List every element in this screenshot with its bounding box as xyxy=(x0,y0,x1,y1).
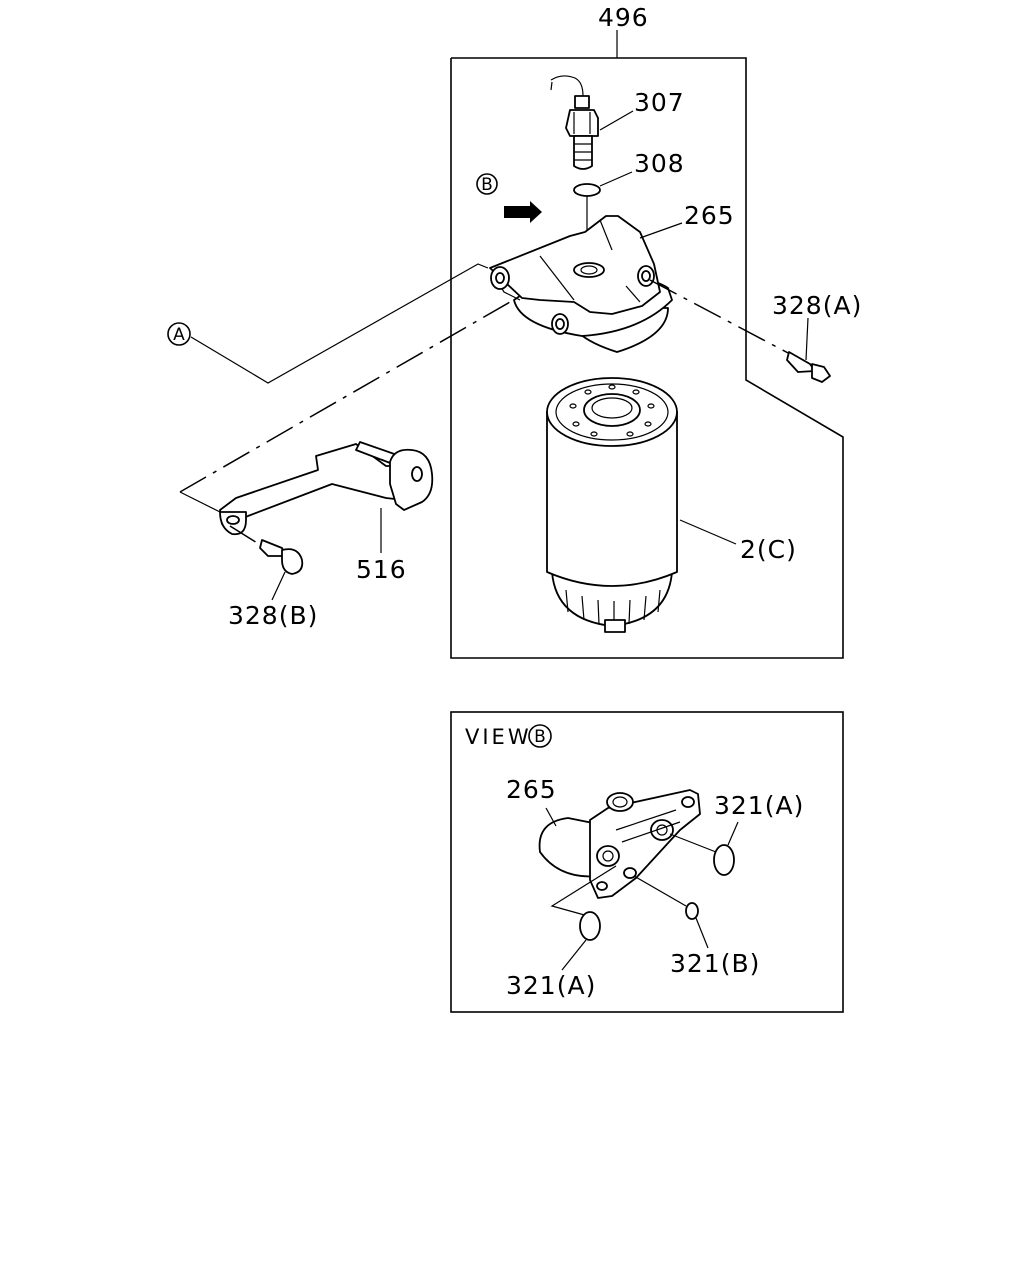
ref-a-leader xyxy=(190,263,489,384)
view-b-callout-321a-upper: 321(A) xyxy=(714,791,804,820)
view-b-frame xyxy=(450,711,844,1013)
oring-308 xyxy=(573,183,601,197)
ref-a-letter: A xyxy=(173,325,185,345)
leader-328b xyxy=(271,571,286,601)
sensor-part xyxy=(550,75,599,170)
oring-321b xyxy=(685,902,699,920)
ref-b-letter: B xyxy=(481,175,493,195)
leader-321a-lower xyxy=(561,939,587,971)
oring-a-lower-link xyxy=(550,865,617,917)
leader-308 xyxy=(599,171,633,187)
callout-307: 307 xyxy=(634,88,685,117)
callout-328b: 328(B) xyxy=(228,601,318,630)
oring-b-link xyxy=(633,875,687,907)
view-b-callout-321b: 321(B) xyxy=(670,949,760,978)
ref-b-circle xyxy=(476,173,498,195)
callout-328a: 328(A) xyxy=(772,291,862,320)
filter-head-part xyxy=(489,215,673,353)
leader-307 xyxy=(599,110,634,131)
bolt-328b-part xyxy=(259,539,304,575)
bracket-516-part xyxy=(219,441,434,536)
bracket-axis-upper xyxy=(179,301,511,493)
callout-516: 516 xyxy=(356,555,407,584)
assembly-frame xyxy=(450,57,844,659)
callout-265: 265 xyxy=(684,201,735,230)
leader-view-265 xyxy=(545,807,557,827)
oring-a-upper-link xyxy=(669,833,717,853)
filter-element-part xyxy=(546,377,678,633)
leader-265 xyxy=(639,222,683,239)
oring-321a-upper xyxy=(713,844,735,876)
view-b-circle xyxy=(528,724,552,748)
callout-2c: 2(C) xyxy=(740,535,797,564)
view-b-title: VIEW xyxy=(465,725,532,749)
callout-308: 308 xyxy=(634,149,685,178)
leader-321b xyxy=(695,917,709,949)
ref-a-circle xyxy=(167,322,191,346)
view-b-callout-321a-lower: 321(A) xyxy=(506,971,596,1000)
leader-321a-upper xyxy=(727,821,739,846)
view-b-letter: B xyxy=(534,727,546,747)
oring-321a-lower xyxy=(579,911,601,941)
callout-496: 496 xyxy=(598,3,649,32)
view-b-head-part xyxy=(538,789,701,899)
bolt-a-axis xyxy=(649,279,791,355)
view-arrow-icon xyxy=(504,201,542,223)
bolt-b-axis xyxy=(229,525,263,547)
bracket-axis-link xyxy=(179,491,221,513)
leader-328a xyxy=(805,317,809,361)
bolt-328a-part xyxy=(786,351,831,383)
leader-2c xyxy=(679,519,737,545)
view-b-callout-265: 265 xyxy=(506,775,557,804)
